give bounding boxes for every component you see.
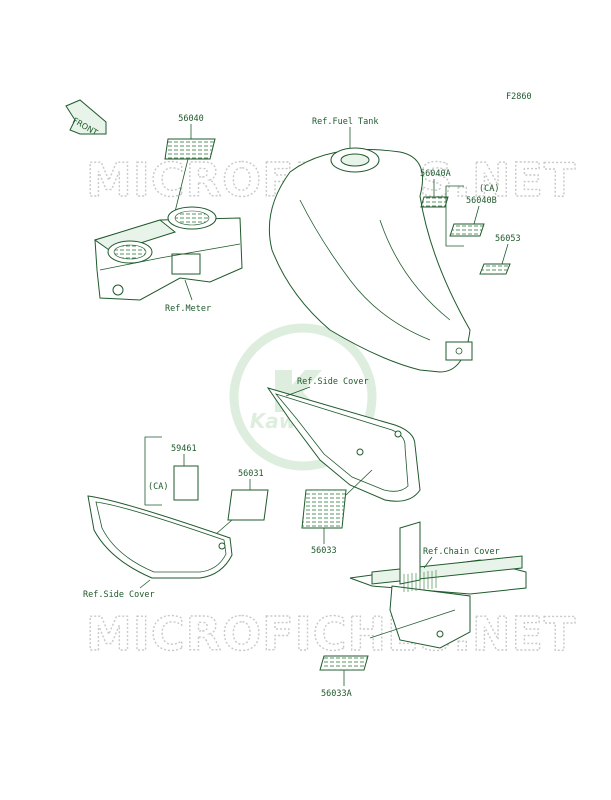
label-59461: 59461	[171, 444, 197, 454]
label-ref-side-cover-left: Ref.Side Cover	[83, 590, 155, 600]
label-ref-meter: Ref.Meter	[165, 304, 211, 314]
label-ref-side-cover-right: Ref.Side Cover	[297, 377, 369, 387]
ca-bracket-top	[445, 185, 464, 247]
watermark-bottom: MICROFICHES.NET	[86, 607, 576, 661]
label-56031: 56031	[238, 469, 264, 479]
part-56040-sticker	[164, 138, 216, 160]
ca-bracket-left	[144, 436, 162, 506]
part-56053-sticker	[479, 263, 511, 275]
part-56040a-sticker	[420, 196, 449, 208]
side-cover-right	[266, 387, 421, 502]
diagram-code: F2860	[506, 92, 532, 102]
part-59461-sticker	[173, 465, 199, 501]
part-56033a-sticker	[319, 655, 369, 671]
meter-assembly	[93, 206, 243, 301]
label-ref-fuel-tank: Ref.Fuel Tank	[312, 117, 379, 127]
fuel-tank	[268, 147, 473, 373]
label-ca-left: (CA)	[148, 482, 168, 492]
chain-cover-hatching	[403, 570, 437, 592]
front-arrow-icon: FRONT	[65, 99, 107, 137]
part-56040b-sticker	[449, 223, 485, 237]
chain-cover	[349, 521, 527, 649]
label-56053: 56053	[495, 234, 521, 244]
part-56031-sticker	[227, 489, 269, 521]
label-56040: 56040	[178, 114, 204, 124]
label-ref-chain-cover: Ref.Chain Cover	[423, 547, 500, 557]
part-56033-sticker	[301, 489, 347, 529]
label-56040a: 56040A	[420, 169, 451, 179]
label-56033: 56033	[311, 546, 337, 556]
side-cover-left	[87, 495, 233, 579]
label-ca-top: (CA)	[479, 184, 499, 194]
label-56040b: 56040B	[466, 196, 497, 206]
label-56033a: 56033A	[321, 689, 352, 699]
